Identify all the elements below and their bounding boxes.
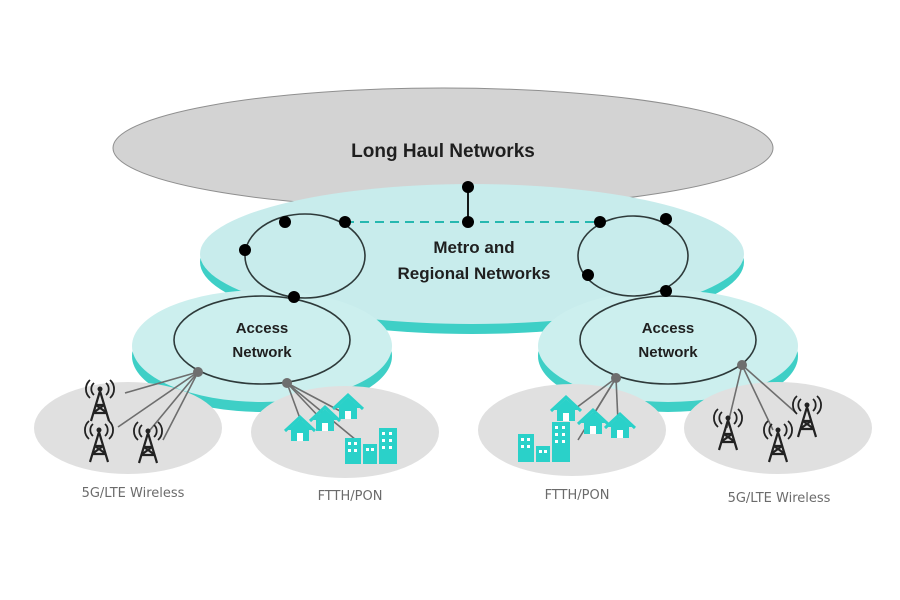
ftth-right-caption: FTTH/PON [545, 488, 610, 503]
access-left-label-line2: Network [232, 344, 292, 361]
wireless-left-caption: 5G/LTE Wireless [82, 486, 185, 501]
node [279, 216, 291, 228]
node [582, 269, 594, 281]
ftth-right-icons [518, 395, 637, 462]
node [594, 216, 606, 228]
buildings-icon [518, 422, 570, 462]
metro-label-line1: Metro and [433, 238, 514, 257]
ftth-left-icons [283, 393, 397, 464]
network-nodes [239, 181, 672, 303]
access-right-label-line1: Access [642, 320, 695, 337]
ftth-right-zone [478, 384, 666, 476]
wireless-right-caption: 5G/LTE Wireless [728, 491, 831, 506]
access-right-label-line2: Network [638, 344, 698, 361]
buildings-icon [345, 428, 397, 464]
access-ring-left [173, 295, 351, 385]
long-haul-label: Long Haul Networks [351, 141, 535, 162]
endpoint-link-hubs [193, 360, 747, 388]
access-network-right-cloud [538, 290, 798, 412]
node [660, 285, 672, 297]
long-haul-cloud: Long Haul Networks [112, 87, 774, 209]
metro-label-line2: Regional Networks [397, 264, 550, 283]
node [288, 291, 300, 303]
node [660, 213, 672, 225]
ftth-left-caption: FTTH/PON [318, 489, 383, 504]
node [462, 181, 474, 193]
node [239, 244, 251, 256]
wireless-left-zone [34, 382, 222, 474]
metro-ring-right [577, 215, 689, 297]
access-left-label-line1: Access [236, 320, 289, 337]
node [462, 216, 474, 228]
node [339, 216, 351, 228]
